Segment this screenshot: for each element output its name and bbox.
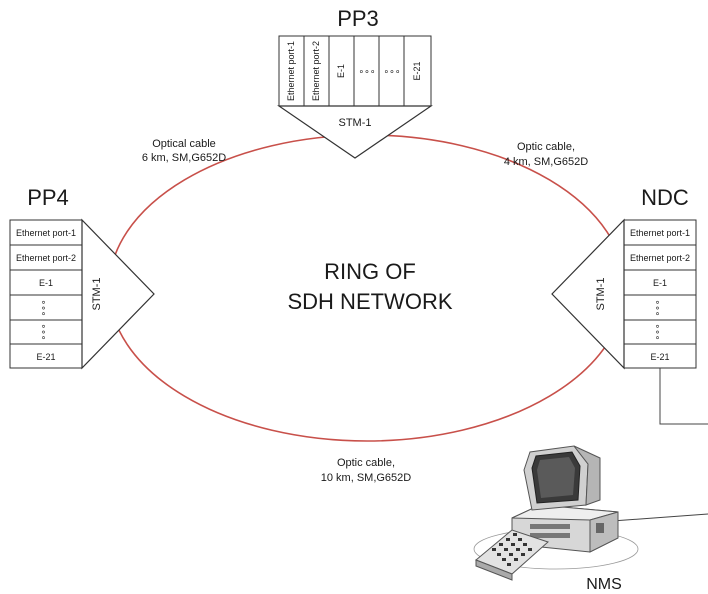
link-pp3-pp4-label-line1: Optical cable	[152, 138, 216, 150]
node-pp4-port: Ethernet port-1	[16, 228, 76, 238]
node-pp4-port: ∘∘∘	[38, 300, 48, 317]
node-pp4-port: ∘∘∘	[38, 324, 48, 341]
node-pp3-port: E-21	[412, 61, 422, 80]
node-pp4-port: Ethernet port-2	[16, 253, 76, 263]
node-pp3-title: PP3	[337, 6, 379, 31]
node-pp4-title: PP4	[27, 185, 69, 210]
node-ndc-port: E-1	[653, 278, 667, 288]
node-ndc-port: E-21	[650, 352, 669, 362]
link-pp3-ndc-label-line1: Optic cable,	[517, 141, 575, 153]
node-pp3-port: ∘∘∘	[359, 66, 376, 76]
node-ndc-stm-interface	[551, 218, 625, 370]
node-pp3-port-panel	[278, 35, 432, 107]
ndc-nms-connection-wire	[659, 368, 708, 425]
node-pp3-port: Ethernet port-2	[311, 41, 321, 101]
nms-lan-wire	[611, 513, 708, 522]
node-ndc-title: NDC	[641, 185, 689, 210]
nms-label: NMS	[586, 576, 622, 593]
link-pp4-ndc-label-line2: 10 km, SM,G652D	[321, 472, 412, 484]
node-pp4: PP4 Ethernet port-1 Ethernet port-2 E-1 …	[9, 185, 155, 370]
node-ndc-stm-label: STM-1	[595, 278, 607, 311]
node-pp3: PP3 Ethernet port-1 Ethernet port-2 E-1 …	[277, 6, 433, 159]
ring-label-line1: RING OF	[324, 259, 416, 284]
computer-icon	[473, 445, 639, 581]
link-pp3-pp4-label-line2: 6 km, SM,G652D	[142, 152, 226, 164]
node-ndc-port: ∘∘∘	[652, 300, 662, 317]
link-pp4-ndc-label-line1: Optic cable,	[337, 457, 395, 469]
sdh-ring	[108, 134, 626, 442]
node-pp3-port: ∘∘∘	[384, 66, 401, 76]
node-pp3-stm-interface	[277, 105, 433, 159]
node-pp4-port: E-1	[39, 278, 53, 288]
node-pp3-port: Ethernet port-1	[286, 41, 296, 101]
node-pp3-port: E-1	[336, 64, 346, 78]
link-pp3-ndc-label-line2: 4 km, SM,G652D	[504, 156, 588, 168]
node-ndc-port-panel	[623, 219, 697, 369]
node-ndc-port: ∘∘∘	[652, 324, 662, 341]
node-ndc-port: Ethernet port-2	[630, 253, 690, 263]
node-ndc-port: Ethernet port-1	[630, 228, 690, 238]
node-pp3-stm-label: STM-1	[339, 117, 372, 129]
node-pp4-stm-interface	[81, 218, 155, 370]
ring-label-line2: SDH NETWORK	[288, 289, 453, 314]
node-pp4-stm-label: STM-1	[91, 278, 103, 311]
node-pp4-port: E-21	[36, 352, 55, 362]
node-pp4-port-panel	[9, 219, 83, 369]
node-ndc: NDC Ethernet port-1 Ethernet port-2 E-1 …	[551, 185, 697, 370]
